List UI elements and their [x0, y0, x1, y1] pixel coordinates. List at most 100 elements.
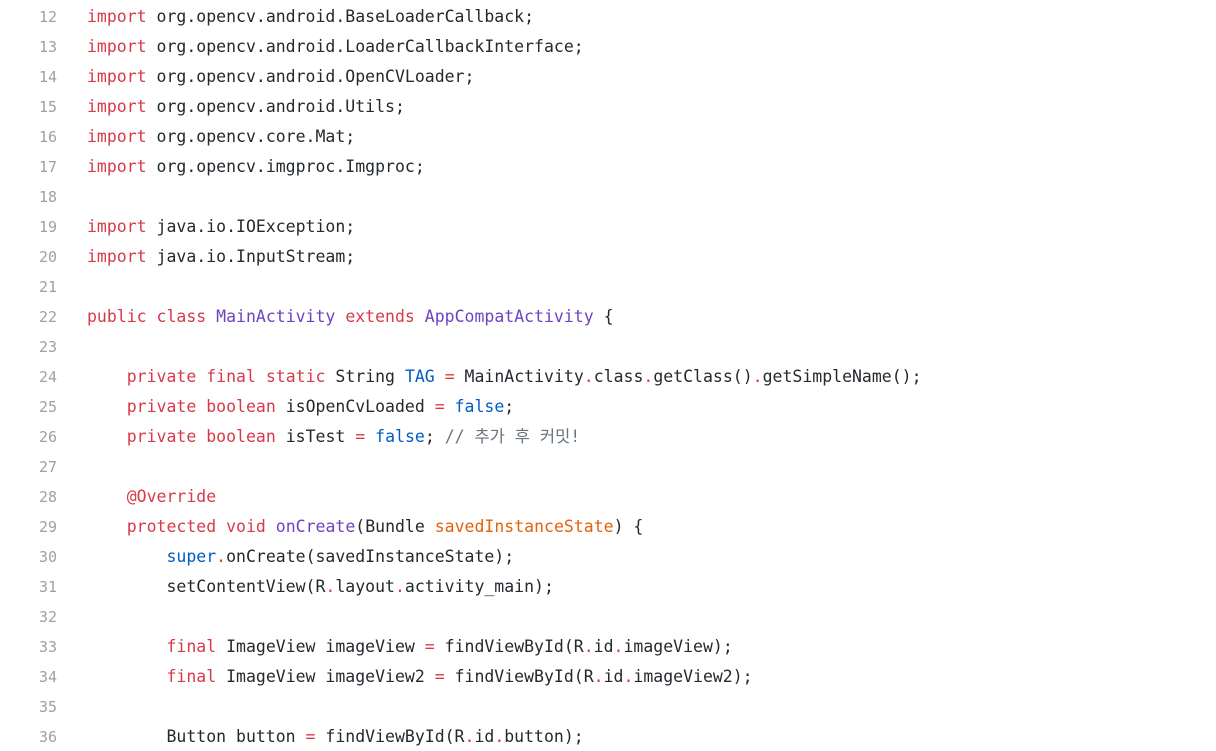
code-line: 13 import org.opencv.android.LoaderCallba…	[0, 32, 922, 62]
code-line: 29 protected void onCreate(Bundle savedI…	[0, 512, 922, 542]
code-token: false	[375, 427, 425, 446]
code-token: MainActivity	[454, 367, 584, 386]
code-line: 28 @Override	[0, 482, 922, 512]
code-token: import	[87, 97, 147, 116]
code-token: public	[87, 307, 147, 326]
code-token: activity_main);	[404, 577, 554, 596]
code-token: ) {	[613, 517, 644, 536]
code-token: import	[87, 37, 147, 56]
line-code	[57, 182, 87, 212]
code-token: =	[434, 667, 445, 686]
code-token: private	[126, 427, 197, 446]
code-token	[196, 397, 206, 416]
code-line: 25 private boolean isOpenCvLoaded = fals…	[0, 392, 922, 422]
code-token: class	[156, 307, 207, 326]
code-token: private	[126, 367, 197, 386]
code-token: findViewById(R	[315, 727, 465, 746]
code-line: 12 import org.opencv.android.BaseLoaderCa…	[0, 2, 922, 32]
line-number: 35	[38, 698, 57, 716]
code-token: org.opencv.core.Mat;	[146, 127, 356, 146]
line-number: 13	[38, 38, 57, 56]
line-code: import org.opencv.android.OpenCVLoader;	[57, 62, 474, 92]
code-token: import	[87, 247, 147, 266]
code-token: id	[593, 637, 614, 656]
code-line: 35	[0, 692, 922, 722]
code-token	[206, 307, 216, 326]
code-token: final	[206, 367, 256, 386]
code-token: import	[87, 127, 147, 146]
code-token: findViewById(R	[434, 637, 584, 656]
code-token: @Override	[126, 487, 217, 506]
line-code: public class MainActivity extends AppCom…	[57, 302, 614, 332]
line-number: 20	[38, 248, 57, 266]
line-number: 21	[38, 278, 57, 296]
code-token: .	[643, 367, 654, 386]
line-number: 15	[38, 98, 57, 116]
code-token: org.opencv.android.Utils;	[146, 97, 405, 116]
code-token	[87, 547, 166, 566]
code-token: extends	[345, 307, 415, 326]
code-token: .	[613, 637, 624, 656]
code-token: id	[474, 727, 495, 746]
code-token: =	[355, 427, 366, 446]
code-token: java.io.InputStream;	[146, 247, 356, 266]
code-token: .	[583, 637, 594, 656]
code-token: boolean	[206, 397, 276, 416]
line-number: 36	[38, 728, 57, 746]
code-token: .	[752, 367, 763, 386]
line-number: 32	[38, 608, 57, 626]
line-code: import java.io.IOException;	[57, 212, 355, 242]
code-token: import	[87, 157, 147, 176]
code-token: ;	[424, 427, 445, 446]
code-token	[87, 637, 166, 656]
code-token: onCreate	[275, 517, 356, 536]
code-token: final	[166, 667, 217, 686]
code-token: import	[87, 67, 147, 86]
code-token: private	[126, 397, 197, 416]
code-token: =	[434, 397, 445, 416]
code-token: Button button	[87, 727, 306, 746]
line-number: 14	[38, 68, 57, 86]
code-token: layout	[335, 577, 395, 596]
code-lines: 12 import org.opencv.android.BaseLoaderCa…	[0, 2, 922, 751]
code-token	[415, 307, 425, 326]
code-token: org.opencv.android.BaseLoaderCallback;	[146, 7, 535, 26]
code-token: .	[623, 667, 634, 686]
line-code: private boolean isTest = false; // 추가 후 …	[57, 422, 580, 452]
line-code: super.onCreate(savedInstanceState);	[57, 542, 514, 572]
code-token	[87, 427, 127, 446]
code-line: 23	[0, 332, 922, 362]
line-code: import org.opencv.imgproc.Imgproc;	[57, 152, 425, 182]
code-line: 27	[0, 452, 922, 482]
code-token: .	[583, 367, 594, 386]
code-token: import	[87, 7, 147, 26]
code-token	[87, 397, 127, 416]
code-token: String	[325, 367, 405, 386]
code-token	[87, 487, 127, 506]
code-line: 32	[0, 602, 922, 632]
code-token	[266, 517, 276, 536]
code-token: savedInstanceState	[434, 517, 614, 536]
code-token: false	[454, 397, 505, 416]
line-code: protected void onCreate(Bundle savedInst…	[57, 512, 644, 542]
code-token	[216, 517, 226, 536]
code-token: java.io.IOException;	[146, 217, 356, 236]
line-number: 22	[38, 308, 57, 326]
code-token: isTest	[275, 427, 356, 446]
code-line: 30 super.onCreate(savedInstanceState);	[0, 542, 922, 572]
line-number: 26	[38, 428, 57, 446]
code-line: 33 final ImageView imageView = findViewB…	[0, 632, 922, 662]
code-token: org.opencv.android.LoaderCallbackInterfa…	[146, 37, 584, 56]
code-token: org.opencv.android.OpenCVLoader;	[146, 67, 475, 86]
code-line: 15 import org.opencv.android.Utils;	[0, 92, 922, 122]
code-token: ;	[504, 397, 515, 416]
line-number: 28	[38, 488, 57, 506]
code-token	[365, 427, 375, 446]
line-number: 12	[38, 8, 57, 26]
code-token: .	[494, 727, 505, 746]
line-code: final ImageView imageView = findViewById…	[57, 632, 732, 662]
line-number: 24	[38, 368, 57, 386]
